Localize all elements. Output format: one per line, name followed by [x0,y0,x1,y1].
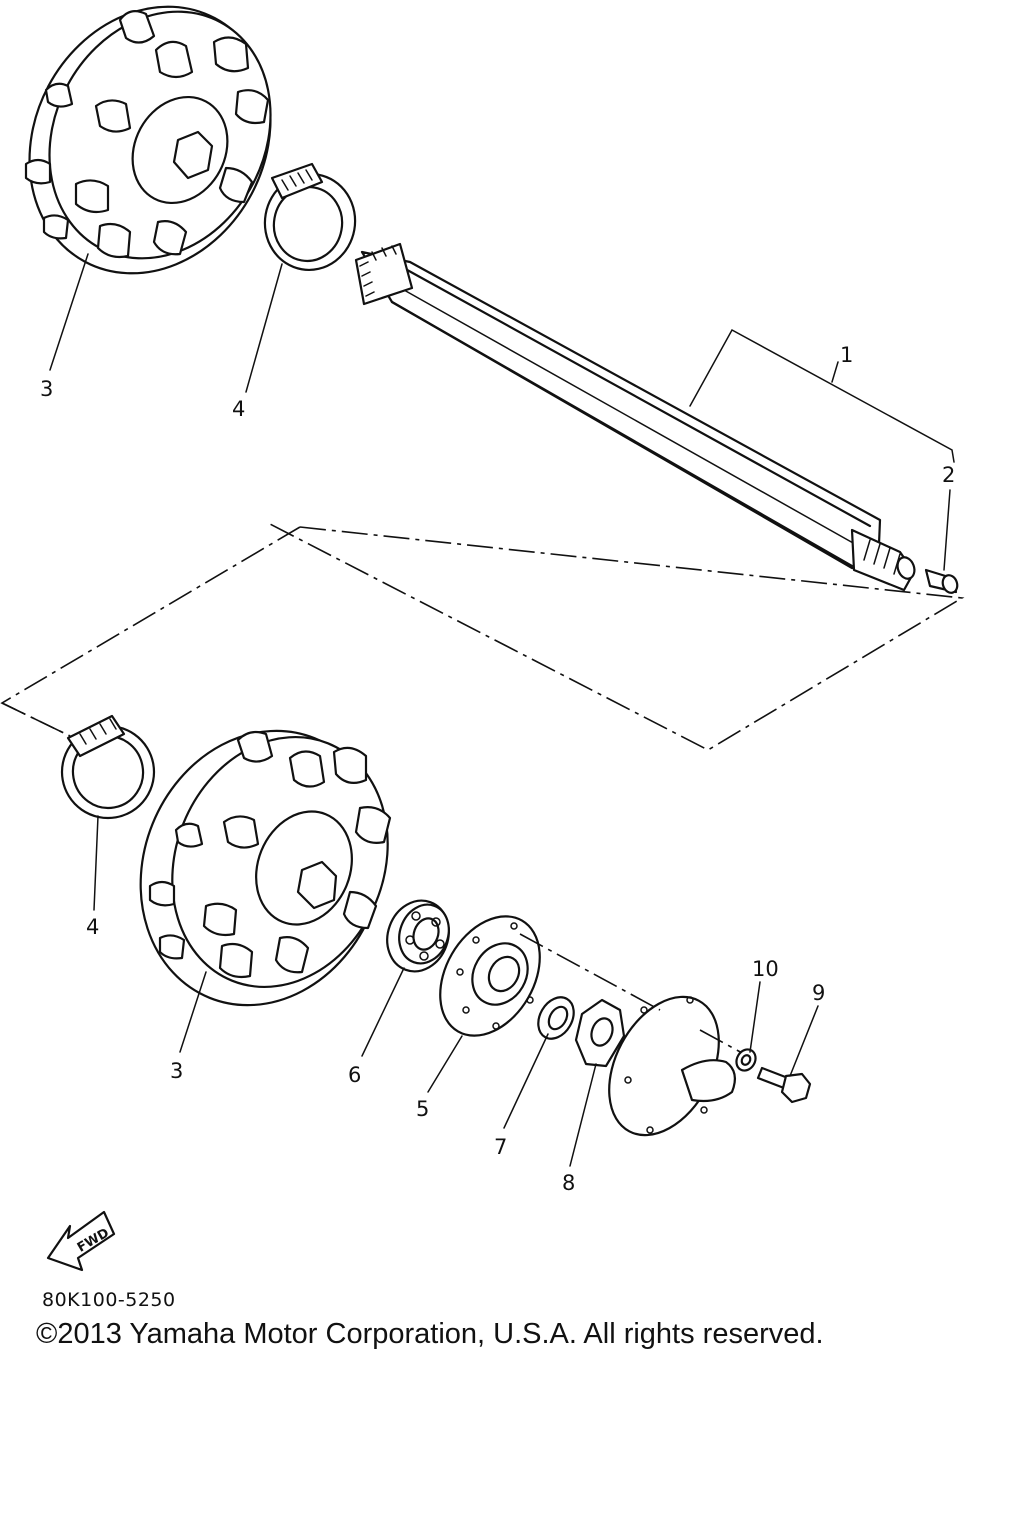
drive-axle-shaft[interactable] [354,242,917,592]
callout-3-top: 3 [40,377,53,401]
callout-1-leader [831,361,839,383]
assembly-guide [519,933,661,1011]
copyright-notice: ©2013 Yamaha Motor Corporation, U.S.A. A… [36,1318,824,1350]
callout-1-bracket [689,328,955,463]
callout-8: 8 [562,1171,575,1195]
lock-washer[interactable] [733,1046,760,1074]
callout-10: 10 [752,957,779,981]
callout-9: 9 [812,981,825,1005]
plug[interactable] [924,568,960,595]
hose-clamp-bottom[interactable] [55,714,162,825]
hose-clamp-top[interactable] [257,162,362,277]
callout-1: 1 [840,343,853,367]
assembly-guide-2 [699,1029,745,1055]
callout-3-bottom: 3 [170,1059,183,1083]
washer[interactable] [531,991,581,1045]
bolt[interactable] [756,1066,812,1104]
bearing[interactable] [377,892,458,980]
assembly-outline-2 [267,522,965,751]
sprocket-top[interactable] [0,0,316,316]
callout-5: 5 [416,1097,429,1121]
assembly-outline [0,526,301,737]
callout-7: 7 [494,1135,507,1159]
callout-4-top: 4 [232,397,245,421]
forward-arrow-icon: FWD [46,1210,116,1272]
sprocket-bottom[interactable] [100,694,424,1042]
leader-lines [49,253,951,1167]
diagram-part-code: 80K100-5250 [42,1289,176,1311]
bearing-housing-plate[interactable] [420,899,560,1054]
assembly-outline-3 [1,702,71,737]
end-cover[interactable] [587,978,741,1154]
callout-6: 6 [348,1063,361,1087]
callout-2: 2 [942,463,955,487]
nut[interactable] [574,998,626,1068]
callout-4-bottom: 4 [86,915,99,939]
